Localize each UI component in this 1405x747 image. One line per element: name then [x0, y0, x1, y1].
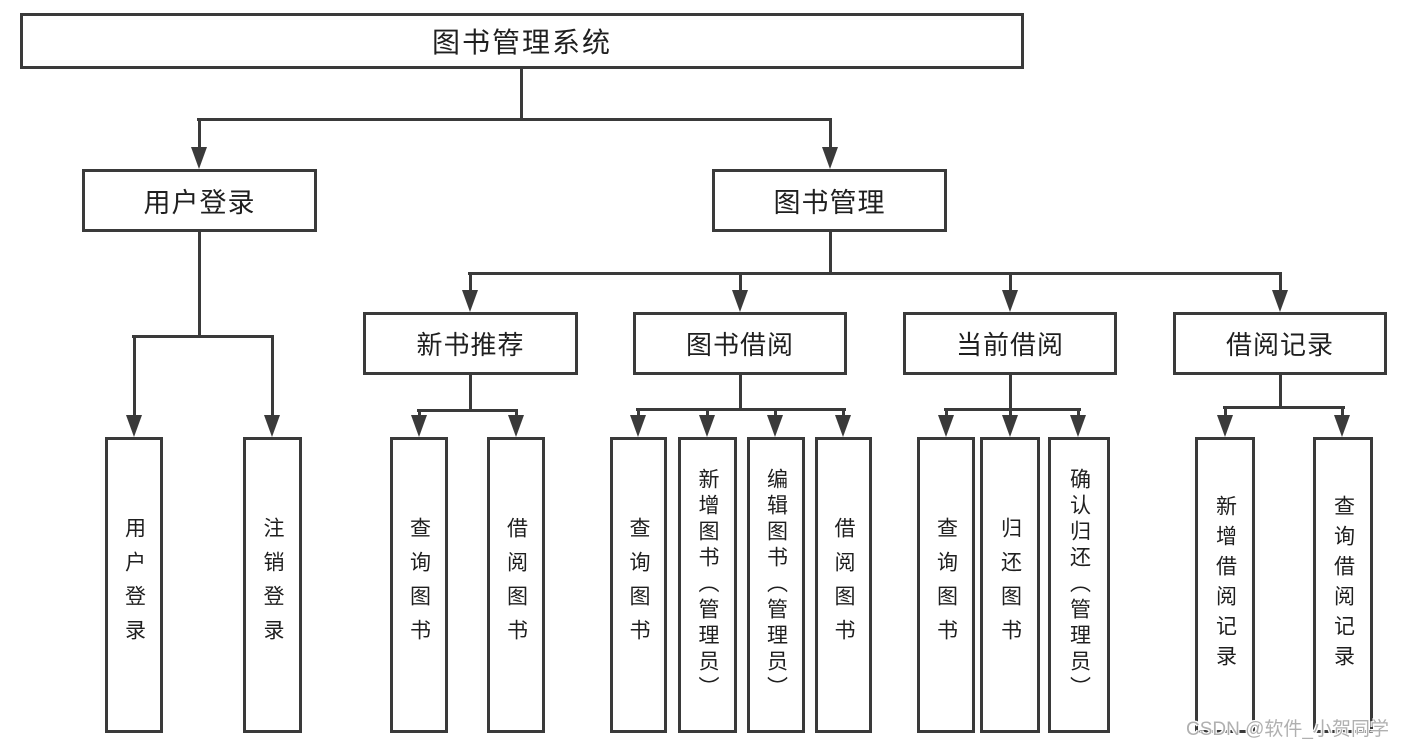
- arrow-down-icon: [191, 147, 207, 169]
- leaf-borrow-book-recommend-label: 借阅图书: [504, 517, 528, 653]
- connector-vline: [515, 412, 518, 417]
- leaf-add-borrow-record-label: 新增借阅记录: [1213, 495, 1237, 675]
- connector-vline: [1279, 375, 1282, 406]
- leaf-query-borrow-record-label: 查询借阅记录: [1331, 495, 1355, 675]
- connector-vline: [637, 411, 640, 417]
- connector-vline: [133, 338, 136, 415]
- leaf-query-book-recommend-label: 查询图书: [407, 517, 431, 653]
- node-new-book-recommend: 新书推荐: [363, 312, 578, 375]
- node-root: 图书管理系统: [20, 13, 1024, 69]
- arrow-down-icon: [938, 415, 954, 437]
- connector-hline: [944, 408, 1081, 411]
- node-user-login: 用户登录: [82, 169, 317, 232]
- arrow-down-icon: [411, 415, 427, 437]
- arrow-down-icon: [835, 415, 851, 437]
- arrow-down-icon: [1002, 415, 1018, 437]
- node-current-borrow: 当前借阅: [903, 312, 1117, 375]
- leaf-add-book-admin: 新增图书（管理员）: [678, 437, 737, 733]
- connector-vline: [1009, 411, 1012, 417]
- connector-hline: [197, 118, 832, 121]
- arrow-down-icon: [1217, 415, 1233, 437]
- arrow-down-icon: [732, 290, 748, 312]
- connector-hline: [1223, 406, 1345, 409]
- leaf-query-book-current-label: 查询图书: [934, 517, 958, 653]
- arrow-down-icon: [1272, 290, 1288, 312]
- connector-vline: [1009, 375, 1012, 408]
- node-current-borrow-label: 当前借阅: [955, 330, 1064, 360]
- leaf-query-borrow-record: 查询借阅记录: [1313, 437, 1373, 733]
- arrow-down-icon: [699, 415, 715, 437]
- connector-vline: [198, 118, 201, 149]
- connector-vline: [706, 411, 709, 417]
- arrow-down-icon: [630, 415, 646, 437]
- leaf-add-borrow-record: 新增借阅记录: [1195, 437, 1255, 733]
- node-book-management: 图书管理: [712, 169, 947, 232]
- connector-hline: [636, 408, 846, 411]
- connector-hline: [132, 335, 274, 338]
- leaf-query-book-current: 查询图书: [917, 437, 975, 733]
- connector-vline: [739, 275, 742, 292]
- leaf-edit-book-admin: 编辑图书（管理员）: [747, 437, 805, 733]
- node-book-borrow: 图书借阅: [633, 312, 847, 375]
- leaf-confirm-return-admin: 确认归还（管理员）: [1048, 437, 1110, 733]
- node-borrow-records: 借阅记录: [1173, 312, 1387, 375]
- watermark: CSDN @软件_小贺同学: [1186, 719, 1389, 740]
- connector-vline: [1224, 409, 1227, 417]
- connector-vline: [271, 338, 274, 415]
- arrow-down-icon: [1070, 415, 1086, 437]
- connector-vline: [1279, 275, 1282, 292]
- connector-vline: [842, 411, 845, 417]
- connector-vline: [739, 375, 742, 408]
- arrow-down-icon: [264, 415, 280, 437]
- leaf-query-book-borrow: 查询图书: [610, 437, 667, 733]
- connector-vline: [1009, 275, 1012, 292]
- connector-vline: [418, 412, 421, 417]
- arrow-down-icon: [1334, 415, 1350, 437]
- leaf-user-login-label: 用户登录: [122, 517, 146, 653]
- connector-vline: [198, 232, 201, 338]
- connector-hline: [417, 409, 518, 412]
- leaf-logout-label: 注销登录: [261, 517, 284, 653]
- node-new-book-recommend-label: 新书推荐: [416, 330, 525, 360]
- leaf-edit-book-admin-label: 编辑图书（管理员）: [764, 468, 788, 702]
- leaf-borrow-book: 借阅图书: [815, 437, 872, 733]
- connector-vline: [1077, 411, 1080, 417]
- arrow-down-icon: [126, 415, 142, 437]
- connector-vline: [520, 69, 523, 118]
- node-root-label: 图书管理系统: [431, 27, 612, 58]
- leaf-add-book-admin-label: 新增图书（管理员）: [696, 468, 719, 702]
- leaf-return-book-label: 归还图书: [998, 517, 1022, 653]
- arrow-down-icon: [1002, 290, 1018, 312]
- connector-vline: [469, 275, 472, 292]
- leaf-query-book-recommend: 查询图书: [390, 437, 448, 733]
- leaf-borrow-book-label: 借阅图书: [832, 517, 855, 653]
- leaf-borrow-book-recommend: 借阅图书: [487, 437, 545, 733]
- arrow-down-icon: [462, 290, 478, 312]
- node-book-management-label: 图书管理: [773, 188, 886, 218]
- leaf-return-book: 归还图书: [980, 437, 1040, 733]
- connector-vline: [829, 118, 832, 149]
- arrow-down-icon: [822, 147, 838, 169]
- arrow-down-icon: [767, 415, 783, 437]
- connector-hline: [468, 272, 1282, 275]
- node-borrow-records-label: 借阅记录: [1225, 330, 1334, 360]
- arrow-down-icon: [508, 415, 524, 437]
- connector-vline: [774, 411, 777, 417]
- leaf-query-book-borrow-label: 查询图书: [627, 517, 650, 653]
- leaf-logout: 注销登录: [243, 437, 302, 733]
- node-book-borrow-label: 图书借阅: [685, 330, 794, 360]
- connector-vline: [469, 375, 472, 409]
- connector-vline: [945, 411, 948, 417]
- connector-vline: [1341, 409, 1344, 417]
- connector-vline: [829, 232, 832, 275]
- node-user-login-label: 用户登录: [143, 188, 256, 218]
- leaf-user-login: 用户登录: [105, 437, 163, 733]
- leaf-confirm-return-admin-label: 确认归还（管理员）: [1067, 468, 1091, 702]
